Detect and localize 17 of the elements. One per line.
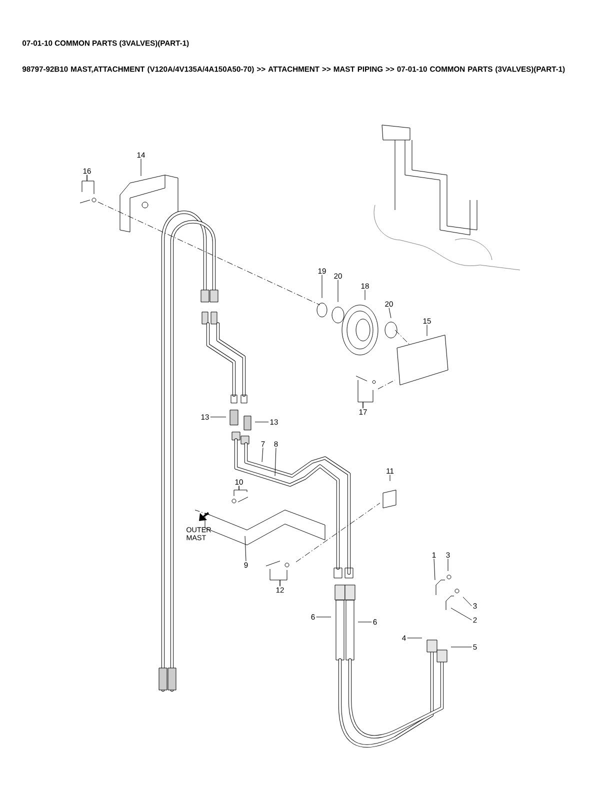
leader-line — [86, 174, 94, 194]
leader-line — [364, 290, 366, 300]
leader-line — [388, 308, 392, 318]
leader-line — [362, 390, 374, 408]
leader-line — [450, 608, 472, 620]
leader-line — [244, 536, 246, 562]
leader-line — [210, 416, 226, 418]
leader-line — [450, 646, 472, 648]
leader-line — [462, 596, 472, 606]
leader-line — [316, 616, 332, 618]
leader-line — [280, 570, 288, 586]
leader-line — [140, 158, 142, 176]
leader-line — [434, 558, 436, 580]
leader-line — [426, 324, 428, 336]
leader-line — [274, 448, 276, 476]
leader-line — [238, 486, 248, 492]
leader-line — [262, 448, 264, 462]
